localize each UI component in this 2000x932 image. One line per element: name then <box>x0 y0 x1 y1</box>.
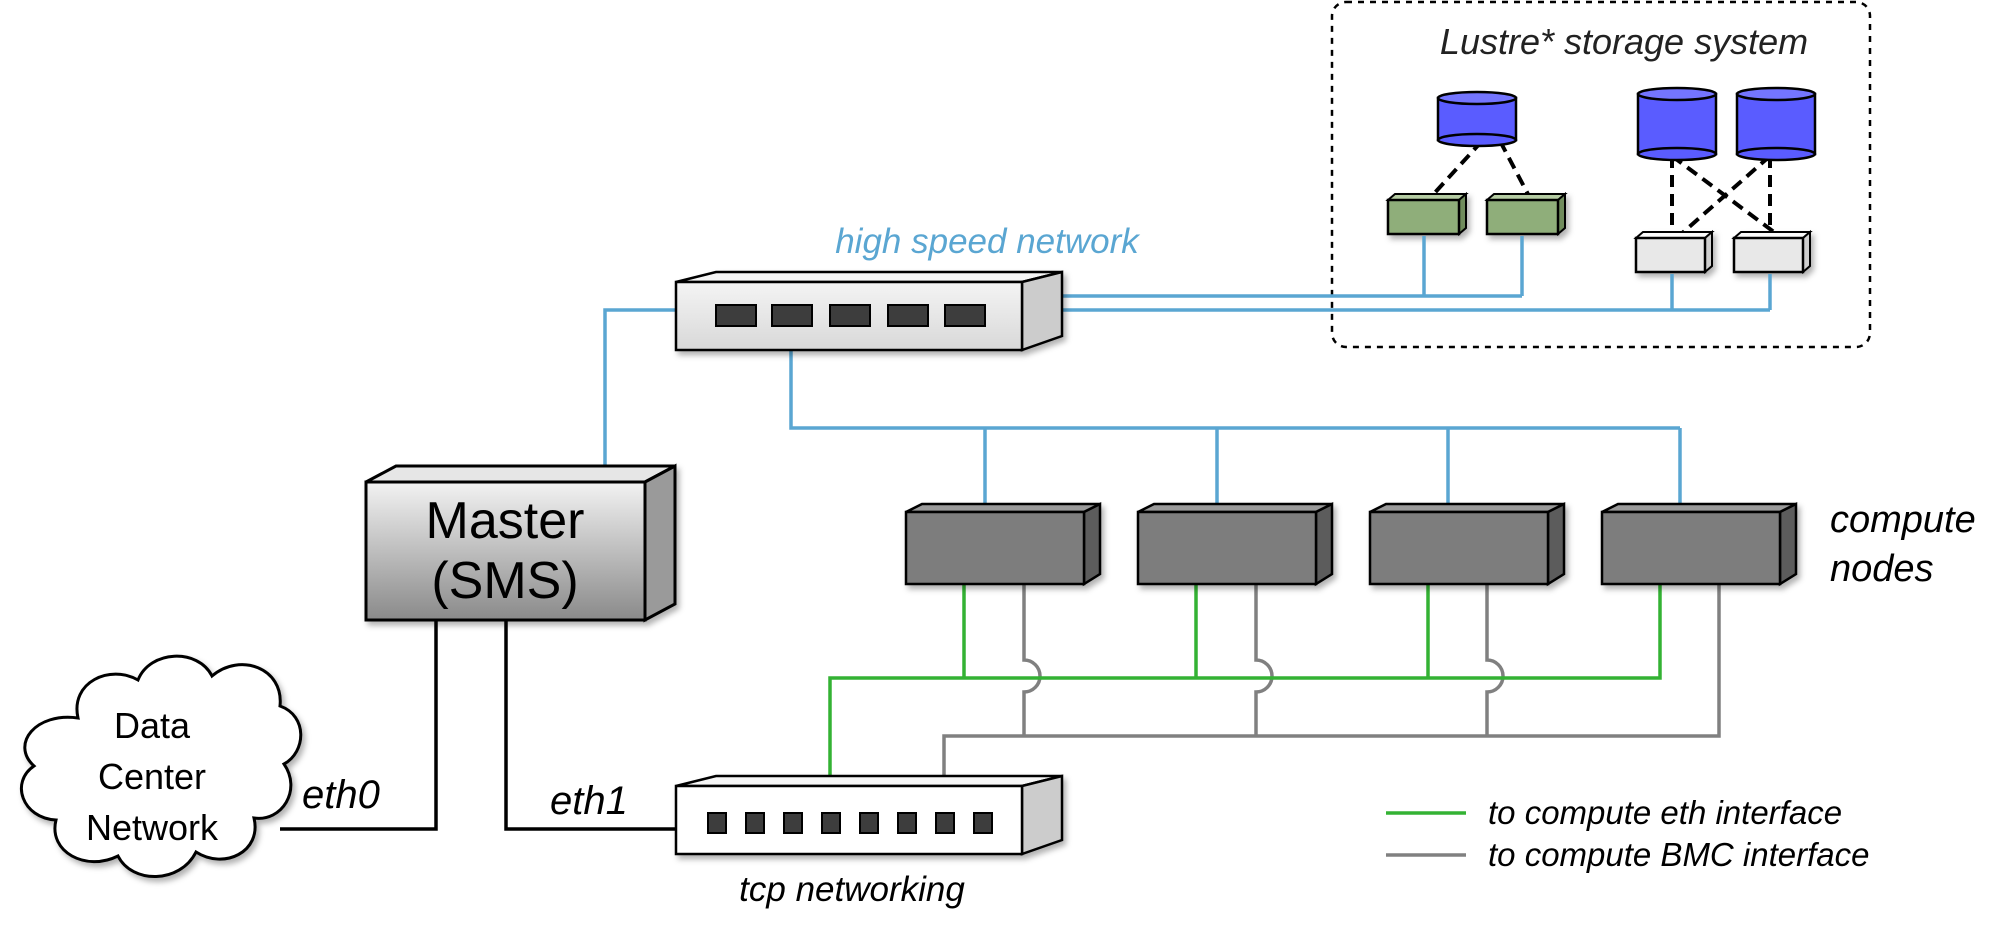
master-label: Master <box>426 492 585 550</box>
storage-boundary <box>1330 0 1872 349</box>
lustre-storage-group: Lustre* storage system <box>1330 0 1872 349</box>
mds-server-icon <box>1385 191 1469 237</box>
compute-node-icon <box>904 501 1102 587</box>
oss-server-icon <box>1731 229 1813 275</box>
high-speed-wiring <box>603 236 1772 506</box>
storage-title: Lustre* storage system <box>1440 21 1808 62</box>
eth-wiring <box>828 584 1662 776</box>
high-speed-switch-icon <box>674 270 1064 352</box>
mds-disk-icon <box>1436 90 1518 148</box>
ost-disk-icon <box>1735 86 1817 162</box>
compute-node-icon <box>1136 501 1334 587</box>
master-server-icon <box>364 463 677 623</box>
legend: to compute eth interface to compute BMC … <box>1386 794 1870 873</box>
mds-server-icon <box>1484 191 1568 237</box>
cloud-icon <box>19 654 303 878</box>
compute-node-icon <box>1368 501 1566 587</box>
oss-server-icon <box>1633 229 1715 275</box>
bmc-wiring <box>942 584 1721 776</box>
legend-eth-label: to compute eth interface <box>1488 794 1842 831</box>
legend-bmc-label: to compute BMC interface <box>1488 836 1870 873</box>
eth1-label: eth1 <box>550 779 628 823</box>
high-speed-network-label: high speed network <box>835 222 1140 261</box>
compute-nodes-label-line1: compute <box>1830 499 1976 541</box>
tcp-networking-label: tcp networking <box>739 870 965 909</box>
storage-links <box>1428 139 1780 237</box>
datacenter-label-line3: Network <box>86 807 219 848</box>
master-sublabel: (SMS) <box>431 552 578 610</box>
master-uplinks <box>280 620 676 831</box>
datacenter-label-line1: Data <box>114 705 191 746</box>
compute-node-icon <box>1600 501 1798 587</box>
eth0-label: eth0 <box>302 773 380 817</box>
compute-nodes-label-line2: nodes <box>1830 548 1934 590</box>
datacenter-label-line2: Center <box>98 756 206 797</box>
tcp-switch-icon <box>674 774 1064 856</box>
ost-disk-icon <box>1636 86 1718 162</box>
